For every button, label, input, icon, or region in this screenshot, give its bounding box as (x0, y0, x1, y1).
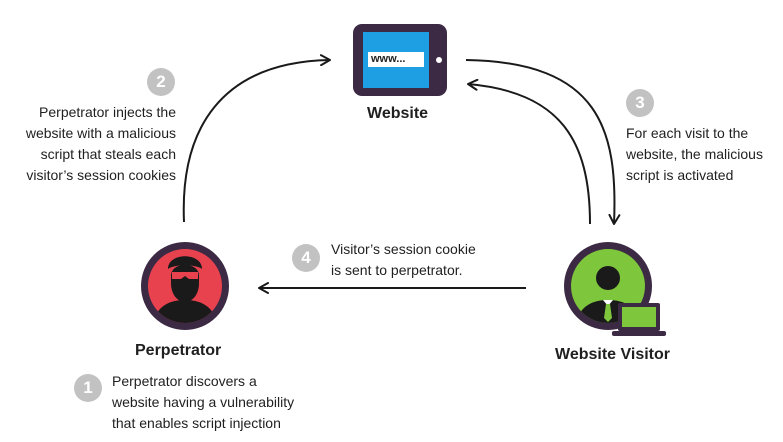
laptop-icon (612, 303, 666, 336)
arrow-website-to-visitor (465, 59, 621, 225)
step-2-badge: 2 (147, 68, 175, 96)
visitor-label: Website Visitor (555, 346, 670, 363)
perpetrator-label: Perpetrator (135, 342, 222, 359)
arrow-perpetrator-to-website (182, 54, 331, 223)
step-3-badge: 3 (626, 89, 654, 117)
website-label: Website (367, 105, 429, 122)
step-1-text: Perpetrator discovers a website having a… (112, 373, 295, 431)
step-4-badge: 4 (292, 244, 320, 272)
arrow-visitor-to-website (467, 78, 591, 225)
website-screen: www... (363, 32, 429, 88)
tablet-home-button (436, 57, 442, 63)
url-bar: www... (368, 52, 424, 67)
step-4-text: Visitor’s session cookie is sent to perp… (331, 241, 476, 278)
website-device: www... (353, 24, 447, 96)
step-1-badge: 1 (74, 374, 102, 402)
step-3-text: For each visit to the website, the malic… (626, 125, 763, 183)
step-2-text: Perpetrator injects the website with a m… (25, 104, 176, 183)
